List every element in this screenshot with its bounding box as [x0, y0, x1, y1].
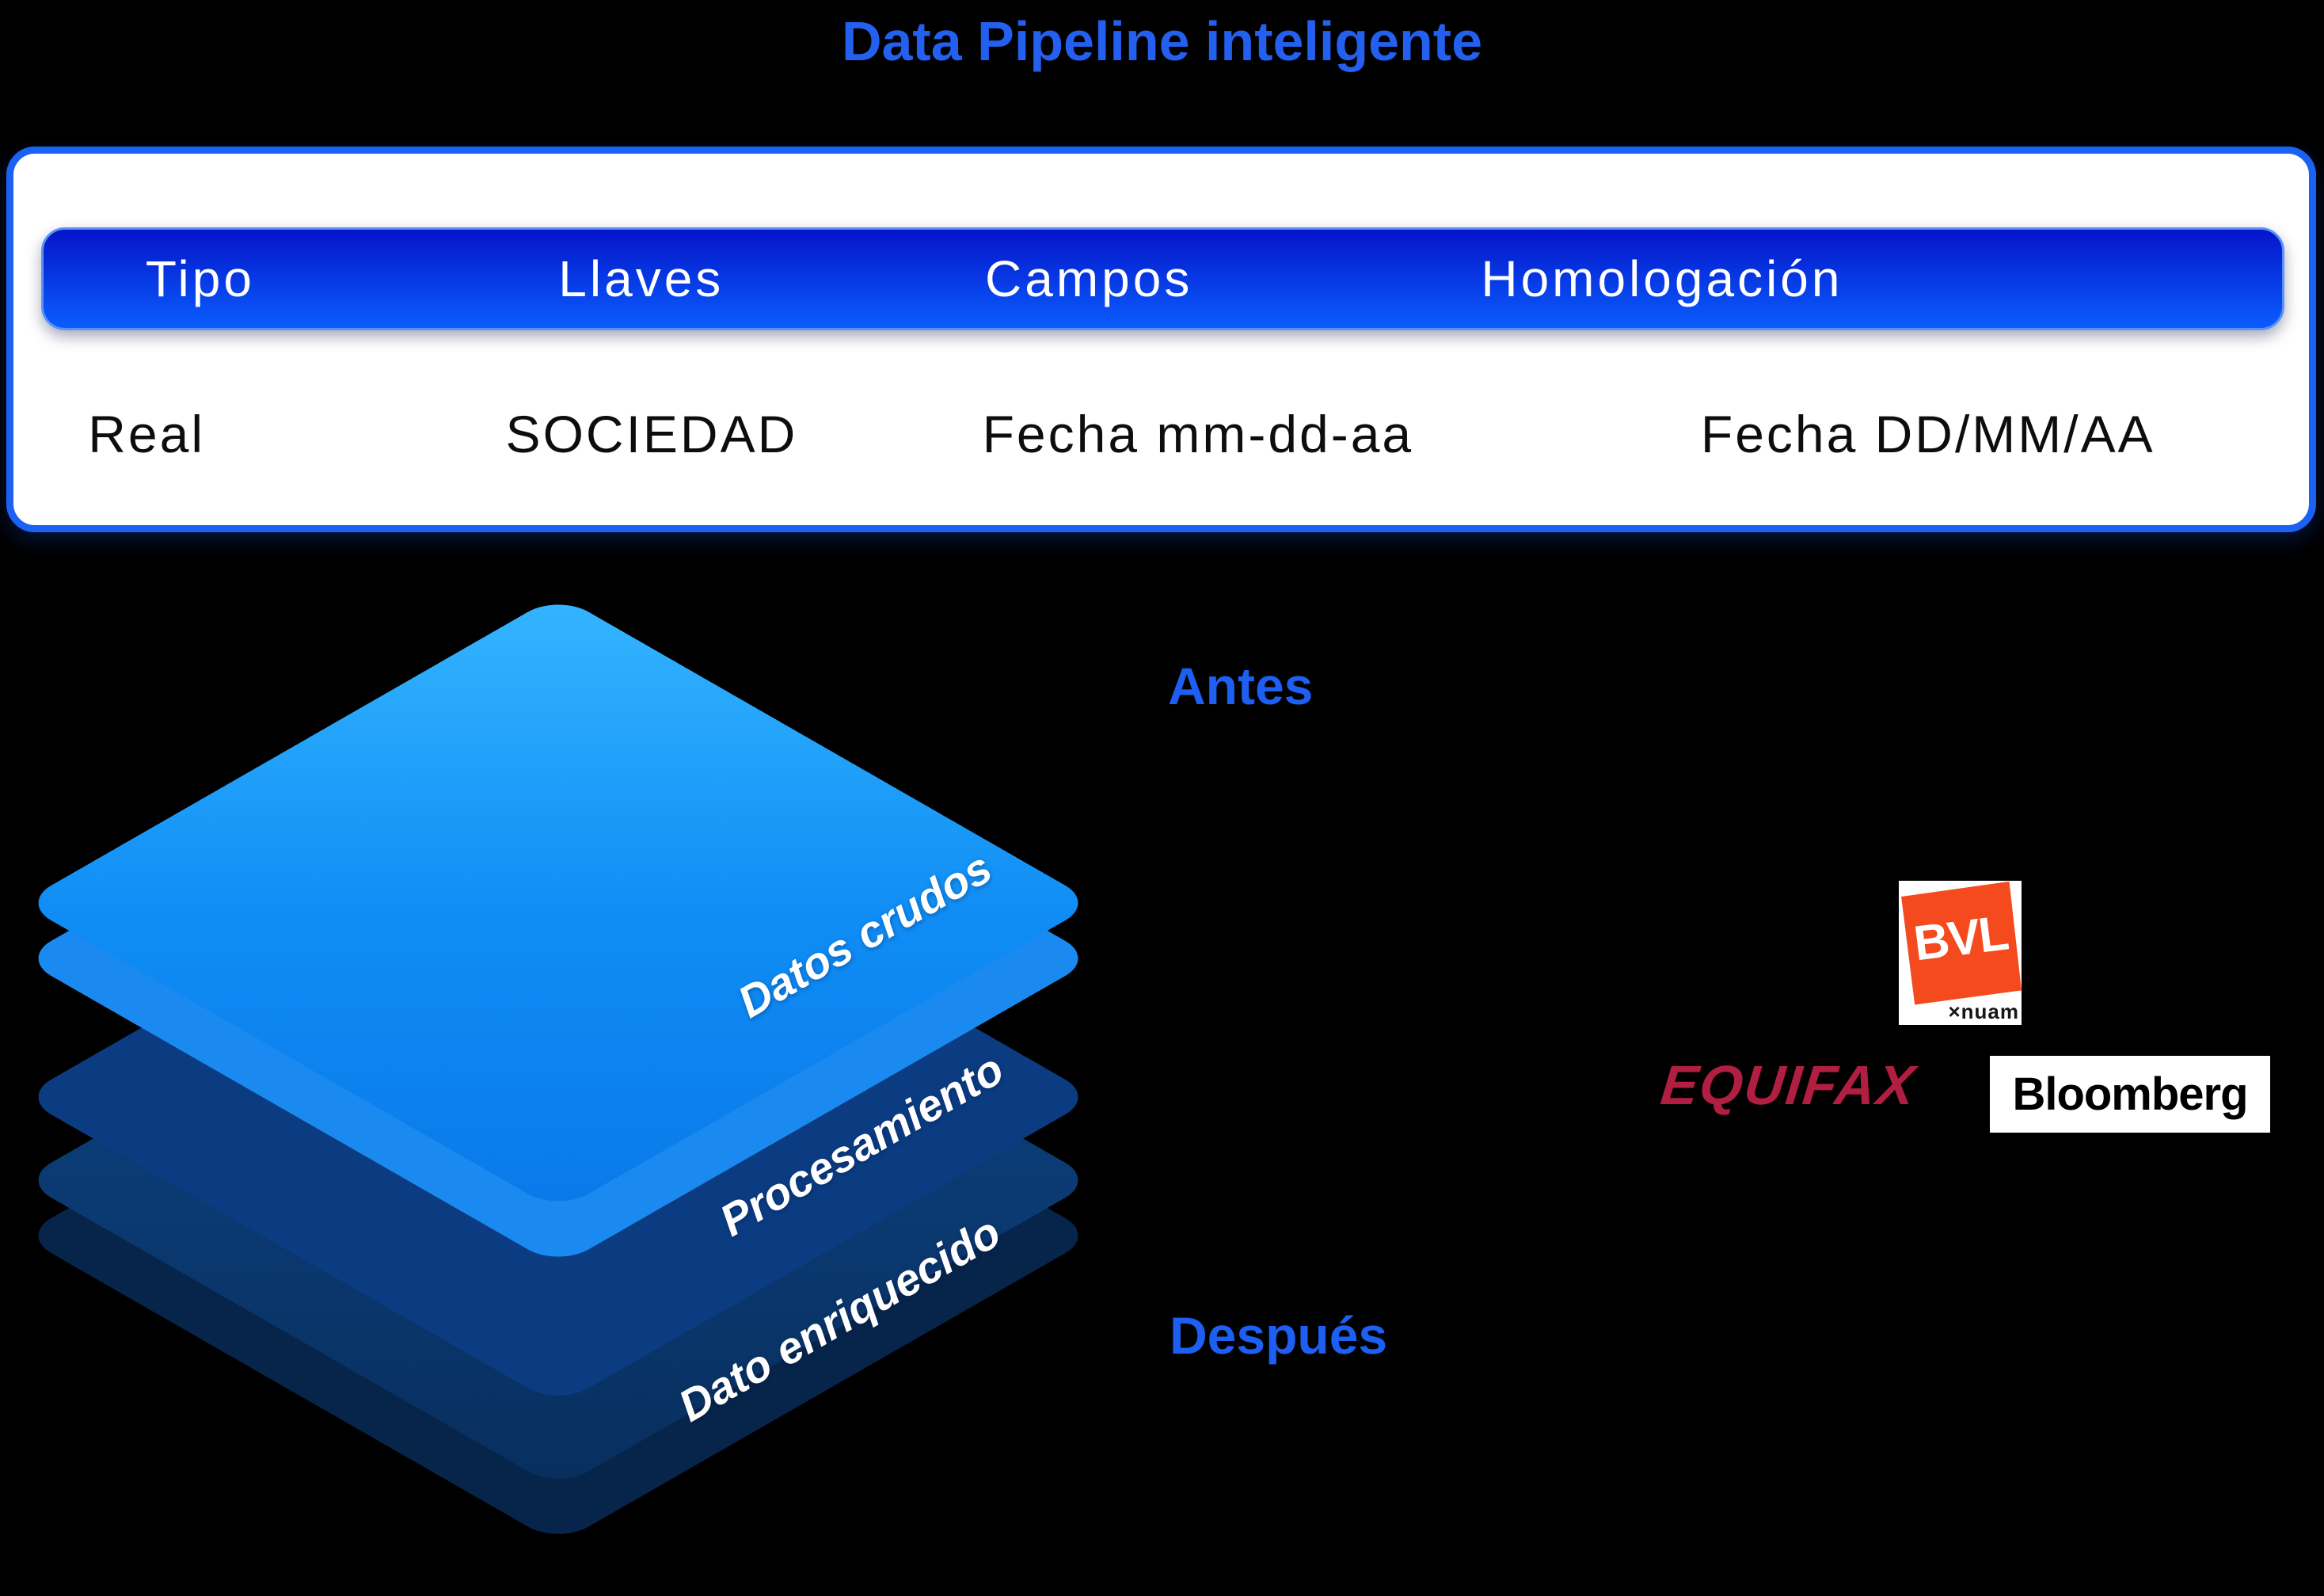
cell-tipo-value: Real — [88, 405, 206, 463]
cell-homologacion-value: Fecha DD/MM/AA — [1700, 405, 2155, 463]
header-cell-llaves: Llaves — [558, 250, 725, 307]
page-title: Data Pipeline inteligente — [841, 10, 1483, 72]
bvl-logo-mark — [1901, 881, 2022, 1005]
header-cell-homologacion: Homologación — [1481, 250, 1843, 307]
header-cell-tipo: Tipo — [145, 250, 255, 307]
bvl-logo: BVL ×nuam — [1899, 881, 2022, 1025]
despues-label: Después — [1170, 1306, 1388, 1365]
table-header-row: Tipo Llaves Campos Homologación — [41, 227, 2284, 330]
cell-campo-value: Fecha mm-dd-aa — [982, 405, 1414, 463]
antes-label: Antes — [1168, 657, 1314, 715]
mapping-table-card: Tipo Llaves Campos Homologación Real SOC… — [6, 147, 2316, 532]
bloomberg-logo-text: Bloomberg — [2012, 1068, 2248, 1120]
header-cell-campos: Campos — [985, 250, 1193, 307]
bvl-nuam-text: ×nuam — [1948, 1000, 2019, 1023]
bloomberg-logo: Bloomberg — [1990, 1056, 2270, 1133]
equifax-logo: EQUIFAX — [1657, 1054, 1919, 1116]
bvl-logo-text: BVL — [1910, 905, 2010, 972]
cell-llave-value: SOCIEDAD — [505, 405, 798, 463]
